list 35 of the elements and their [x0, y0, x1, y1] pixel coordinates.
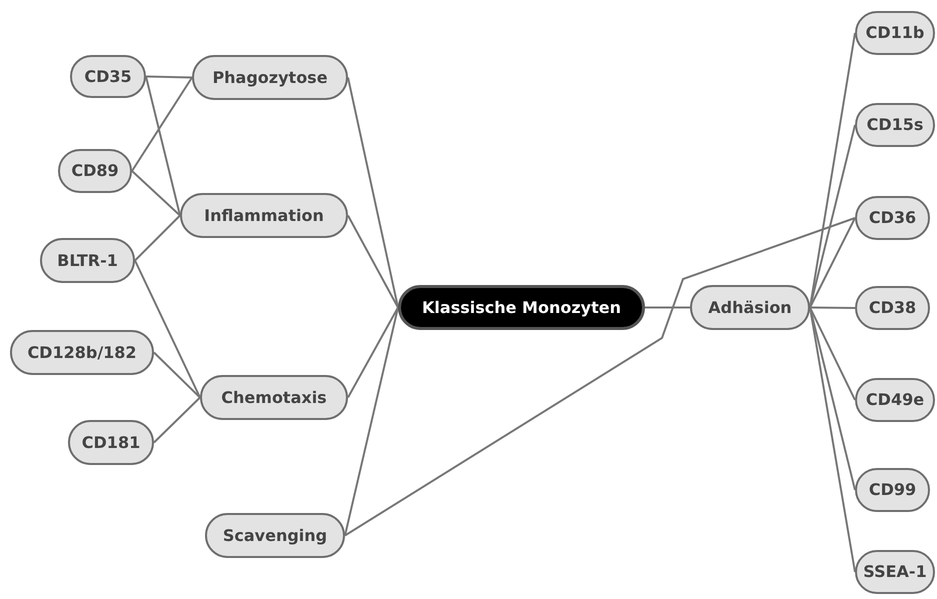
connector-line — [131, 76, 193, 172]
connector-line — [131, 170, 181, 216]
topic-box: CD89 — [58, 149, 132, 193]
connector-line — [134, 260, 201, 398]
connector-line — [809, 218, 856, 308]
connector-line — [153, 396, 201, 444]
connector-line — [347, 77, 399, 308]
topic-box: Adhäsion — [690, 285, 810, 330]
connector-line — [344, 217, 856, 536]
topic-box: CD128b/182 — [10, 330, 154, 375]
topic-box: CD181 — [68, 420, 154, 465]
topic-box: SSEA-1 — [855, 550, 935, 594]
connector-line — [145, 76, 181, 216]
topic-box: CD36 — [855, 196, 930, 240]
connector-line — [153, 352, 201, 398]
connector-line — [810, 306, 856, 309]
connector-line — [347, 215, 399, 308]
topic-box: CD99 — [855, 468, 930, 512]
topic-box: Inflammation — [180, 193, 348, 238]
central-topic: Klassische Monozyten — [398, 285, 645, 330]
connector-line — [645, 306, 690, 308]
topic-box: CD38 — [855, 286, 930, 330]
topic-box: CD49e — [855, 378, 935, 422]
topic-box: CD15s — [855, 103, 935, 147]
connector-line — [146, 76, 192, 78]
topic-box: BLTR-1 — [40, 238, 135, 283]
connector-line — [809, 307, 856, 400]
connector-line — [347, 307, 399, 398]
topic-box: Scavenging — [205, 513, 345, 558]
topic-box: Chemotaxis — [200, 375, 348, 420]
connector-line — [134, 214, 181, 262]
connector-line — [344, 307, 399, 536]
topic-box: Phagozytose — [192, 55, 348, 100]
topic-box: CD11b — [855, 11, 935, 55]
topic-box: CD35 — [70, 55, 146, 98]
